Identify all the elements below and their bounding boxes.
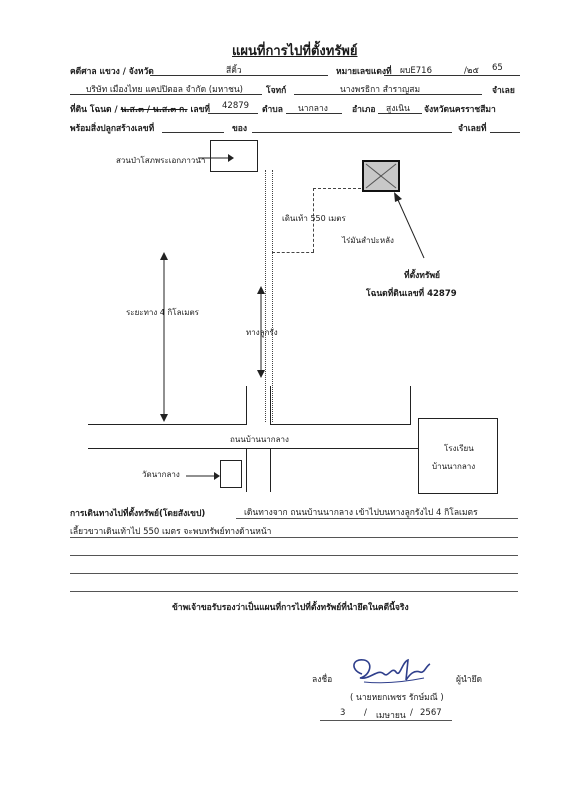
court-label: คดีศาล แขวง / จังหวัด — [70, 67, 154, 77]
temple-label: วัดนากลาง — [142, 470, 180, 479]
defendant-no-label: จำเลยที่ — [458, 124, 487, 134]
park-label: สวนป่าโสภพระเอกภาวนา — [116, 156, 206, 165]
case-no-year: 65 — [492, 63, 503, 73]
province-label: จังหวัดนครราชสีมา — [424, 105, 496, 115]
park-arrow — [198, 154, 234, 162]
district-label: อำเภอ — [352, 105, 376, 115]
subdistrict-value: นากลาง — [298, 104, 328, 114]
case-no-label: หมายเลขแดงที่ — [336, 67, 392, 77]
walk-route-bottom — [272, 252, 314, 253]
directions-line1: เดินทางจาก ถนนบ้านนากลาง เข้าไปบนทางลูกร… — [244, 508, 478, 518]
gravel-road-left — [265, 170, 266, 422]
cassava-label: ไร่มันสำปะหลัง — [342, 236, 394, 245]
distance-arrow — [160, 252, 168, 422]
certify-text: ข้าพเจ้าขอรับรองว่าเป็นแผนที่การไปที่ตั้… — [172, 603, 409, 613]
page-title: แผนที่การไปที่ตั้งทรัพย์ — [232, 44, 358, 59]
temple-box — [220, 460, 242, 488]
signature-role: ผู้นำยึด — [456, 675, 483, 685]
property-pointer-arrow — [394, 192, 425, 259]
gravel-road-arrow — [257, 286, 265, 378]
subdistrict-label: ตำบล — [262, 105, 283, 115]
date-year: 2567 — [420, 708, 442, 718]
walk-label: เดินเท้า 550 เมตร — [282, 214, 346, 223]
land-label: ที่ดิน โฉนด / น.ส.๓ / น.ส.๓ ก. เลขที่ — [70, 105, 211, 115]
court-value: สีคิ้ว — [226, 66, 242, 76]
main-road-label: ถนนบ้านนากลาง — [230, 435, 289, 444]
directions-label: การเดินทางไปที่ตั้งทรัพย์(โดยสังเขป) — [70, 509, 206, 519]
defendant-value: นางพรธิกา สำราญสม — [340, 85, 421, 95]
land-no-value: 42879 — [222, 101, 250, 111]
park-box — [210, 140, 258, 172]
signature-name: ( นายหยกเพชร รักษ์มณี ) — [350, 693, 444, 703]
temple-arrow — [186, 472, 220, 480]
gravel-road-right — [272, 170, 273, 422]
district-value: สูงเนิน — [386, 104, 410, 114]
school-box — [418, 418, 498, 494]
defendant-label: จำเลย — [492, 86, 515, 96]
directions-line2: เลี้ยวขวาเดินเท้าไป 550 เมตร จะพบทรัพย์ท… — [70, 527, 272, 537]
sign-label: ลงชื่อ — [312, 675, 333, 685]
plaintiff-label: โจทก์ — [266, 86, 287, 96]
walk-route-v — [313, 188, 314, 252]
building-label: พร้อมสิ่งปลูกสร้างเลขที่ — [70, 124, 155, 134]
school-label-2: บ้านนากลาง — [432, 462, 476, 471]
property-icon — [365, 163, 397, 189]
property-label: ที่ตั้งทรัพย์ — [404, 271, 441, 281]
school-label: โรงเรียน — [444, 444, 474, 453]
property-deed-label: โฉนดที่ดินเลขที่ 42879 — [366, 289, 457, 299]
case-no-sep: /๒๕ — [464, 66, 479, 76]
plaintiff-value: บริษัท เมืองไทย แคปปิตอล จำกัด (มหาชน) — [86, 85, 243, 95]
date-sep1: / — [364, 708, 367, 718]
signature-image — [353, 658, 431, 684]
property-box — [362, 160, 400, 192]
main-road-top — [88, 424, 246, 425]
gravel-road-label: ทางลูกรัง — [246, 328, 278, 337]
date-month: เมษายน — [376, 711, 406, 721]
walk-route-h — [313, 188, 361, 189]
distance-label: ระยะทาง 4 กิโลเมตร — [126, 308, 199, 317]
date-day: 3 — [340, 708, 346, 718]
of-label: ของ — [232, 124, 248, 134]
date-sep2: / — [410, 708, 413, 718]
case-no-value: ผบE716 — [400, 66, 432, 76]
